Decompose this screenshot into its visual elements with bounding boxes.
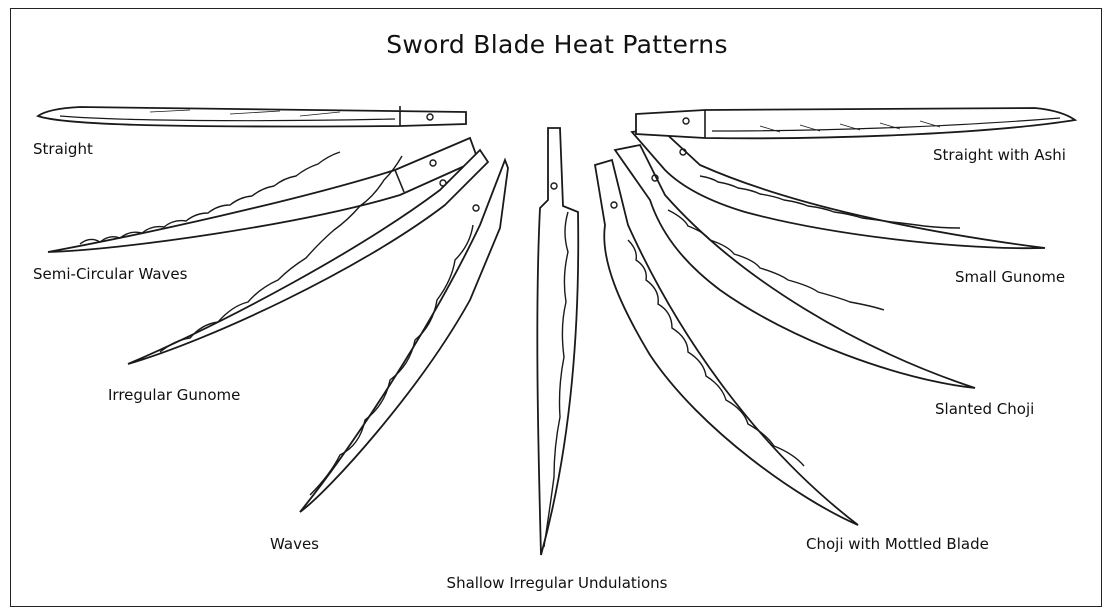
label-irregular-gunome: Irregular Gunome (108, 386, 240, 404)
label-waves: Waves (270, 535, 319, 553)
blade-straight (38, 106, 466, 127)
label-straight-with-ashi: Straight with Ashi (933, 146, 1066, 164)
label-small-gunome: Small Gunome (955, 268, 1065, 286)
label-straight: Straight (33, 140, 93, 158)
blade-semi-circular-waves (48, 138, 478, 252)
label-semi-circular-waves: Semi-Circular Waves (33, 265, 187, 283)
label-shallow-irregular-undulations: Shallow Irregular Undulations (0, 574, 1114, 592)
diagram-title: Sword Blade Heat Patterns (0, 30, 1114, 59)
blade-shallow-irregular-undulations (537, 128, 578, 555)
blade-straight-with-ashi (636, 108, 1075, 138)
label-slanted-choji: Slanted Choji (935, 400, 1034, 418)
label-choji-with-mottled-blade: Choji with Mottled Blade (806, 535, 989, 553)
